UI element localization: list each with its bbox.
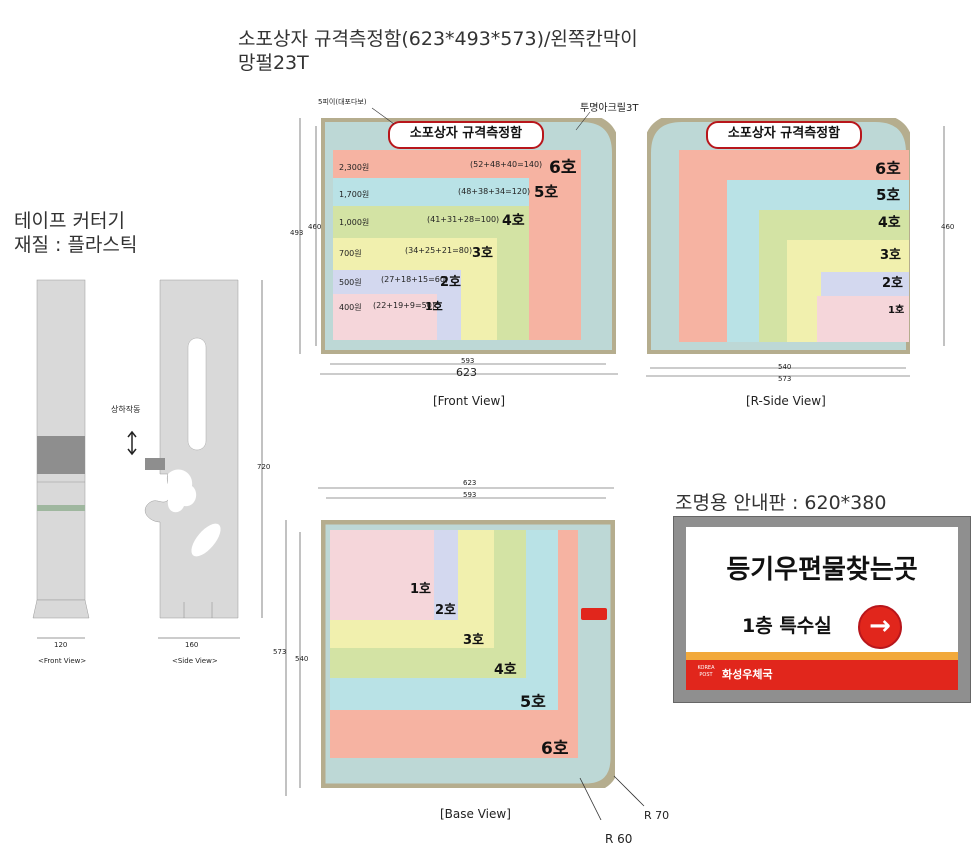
sign-title: 조명용 안내판 : 620*380 [675, 492, 887, 514]
front-banner: 소포상자 규격측정함 [388, 121, 544, 149]
side-caption: [R-Side View] [746, 394, 826, 408]
sign-footer-text: 화성우체국 [722, 668, 773, 681]
base-size-5: 5호 [520, 692, 546, 711]
side-width-inner: 540 [778, 363, 792, 371]
tape-side-body [144, 279, 239, 619]
base-size-6: 6호 [541, 739, 569, 759]
tape-title-line2: 재질 : 플라스틱 [14, 234, 138, 256]
front-size-1: 1호 [425, 300, 443, 313]
front-price-1: 400원 [339, 303, 362, 312]
base-size-4: 4호 [494, 662, 517, 678]
sign-frame: 등기우편물찾는곳 1층 특수실 → KOREA POST 화성우체국 [673, 516, 971, 703]
sign-panel: 등기우편물찾는곳 1층 특수실 → KOREA POST 화성우체국 [686, 527, 958, 690]
tape-side-caption: <Side View> [172, 657, 218, 665]
tape-side-hole [191, 523, 221, 557]
main-title-line2: 망펄23T [238, 52, 309, 74]
front-width-outer: 623 [456, 366, 477, 379]
korea-post-logo: KOREA POST [697, 665, 715, 678]
base-size-3: 3호 [463, 633, 485, 648]
tape-side-cutout [167, 469, 197, 513]
front-height-outer: 493 [290, 229, 304, 237]
front-note-left: 5피이(대포다보) [318, 98, 367, 106]
base-depth-outer: 573 [273, 648, 287, 656]
sign-line2: 1층 특수실 [742, 615, 832, 637]
front-price-5: 1,700원 [339, 190, 370, 199]
tape-front-dim: 120 [54, 641, 68, 649]
side-banner: 소포상자 규격측정함 [706, 121, 862, 149]
side-size-5: 5호 [876, 186, 901, 204]
base-red-marker [581, 608, 607, 620]
tape-front-foot [32, 599, 90, 619]
tape-side-slot [187, 337, 207, 451]
tape-front-caption: <Front View> [38, 657, 87, 665]
base-size-1: 1호 [410, 582, 432, 597]
tape-front-stripe [37, 505, 85, 511]
base-rect-1 [330, 530, 434, 620]
tape-cutter-drawing [32, 279, 263, 639]
side-width-outer: 573 [778, 375, 792, 383]
front-note-right: 투명아크릴3T [580, 103, 639, 114]
base-width-inner: 593 [463, 491, 477, 499]
tape-side-lever [145, 458, 165, 470]
base-caption: [Base View] [440, 807, 511, 821]
front-size-3: 3호 [472, 246, 494, 261]
front-size-4: 4호 [502, 213, 525, 229]
front-price-4: 1,000원 [339, 218, 370, 227]
front-width-inner: 593 [461, 357, 475, 365]
sign-footer-bar: KOREA POST 화성우체국 [686, 652, 958, 690]
base-depth-inner: 540 [295, 655, 309, 663]
base-r70: R 70 [644, 809, 670, 822]
base-view [321, 520, 615, 788]
front-formula-3: (34+25+21=80) [405, 246, 473, 255]
front-price-6: 2,300원 [339, 163, 370, 172]
front-size-2: 2호 [440, 275, 462, 290]
sign-footer-stripe [686, 652, 958, 660]
front-formula-4: (41+31+28=100) [427, 215, 500, 224]
front-size-5: 5호 [534, 183, 559, 201]
front-dimension-lines [299, 107, 618, 375]
base-width-outer: 623 [463, 479, 477, 487]
front-view [321, 118, 616, 354]
side-size-2: 2호 [882, 276, 904, 291]
side-size-6: 6호 [875, 159, 901, 178]
front-formula-6: (52+48+40=140) [470, 160, 543, 169]
front-formula-1: (22+19+9=50) [373, 301, 435, 310]
side-height-inner: 460 [941, 223, 955, 231]
front-size-6: 6호 [549, 158, 577, 178]
tape-move-label: 상하작동 [111, 405, 141, 414]
front-price-2: 500원 [339, 278, 362, 287]
tape-front-band [37, 436, 85, 474]
front-caption: [Front View] [433, 394, 506, 408]
base-dimension-lines [285, 487, 645, 820]
front-formula-2: (27+18+15=60) [381, 275, 449, 284]
main-title-line1: 소포상자 규격측정함(623*493*573)/왼쪽칸막이 [238, 28, 638, 50]
tape-title-line1: 테이프 커터기 [14, 210, 125, 232]
side-size-3: 3호 [880, 248, 902, 263]
arrow-right-icon: → [858, 605, 902, 649]
side-view [647, 118, 910, 354]
tape-side-dim: 160 [185, 641, 199, 649]
front-height-inner: 460 [308, 223, 322, 231]
front-formula-5: (48+38+34=120) [458, 187, 531, 196]
front-rect-1 [333, 294, 437, 340]
side-dimension-lines [646, 126, 945, 377]
tape-height-dim: 720 [257, 463, 271, 471]
side-size-1: 1호 [888, 305, 905, 316]
base-size-2: 2호 [435, 603, 457, 618]
front-price-3: 700원 [339, 249, 362, 258]
base-r60: R 60 [605, 832, 633, 846]
side-rect-1 [817, 296, 909, 342]
side-size-4: 4호 [878, 215, 901, 231]
sign-line1: 등기우편물찾는곳 [726, 555, 918, 585]
